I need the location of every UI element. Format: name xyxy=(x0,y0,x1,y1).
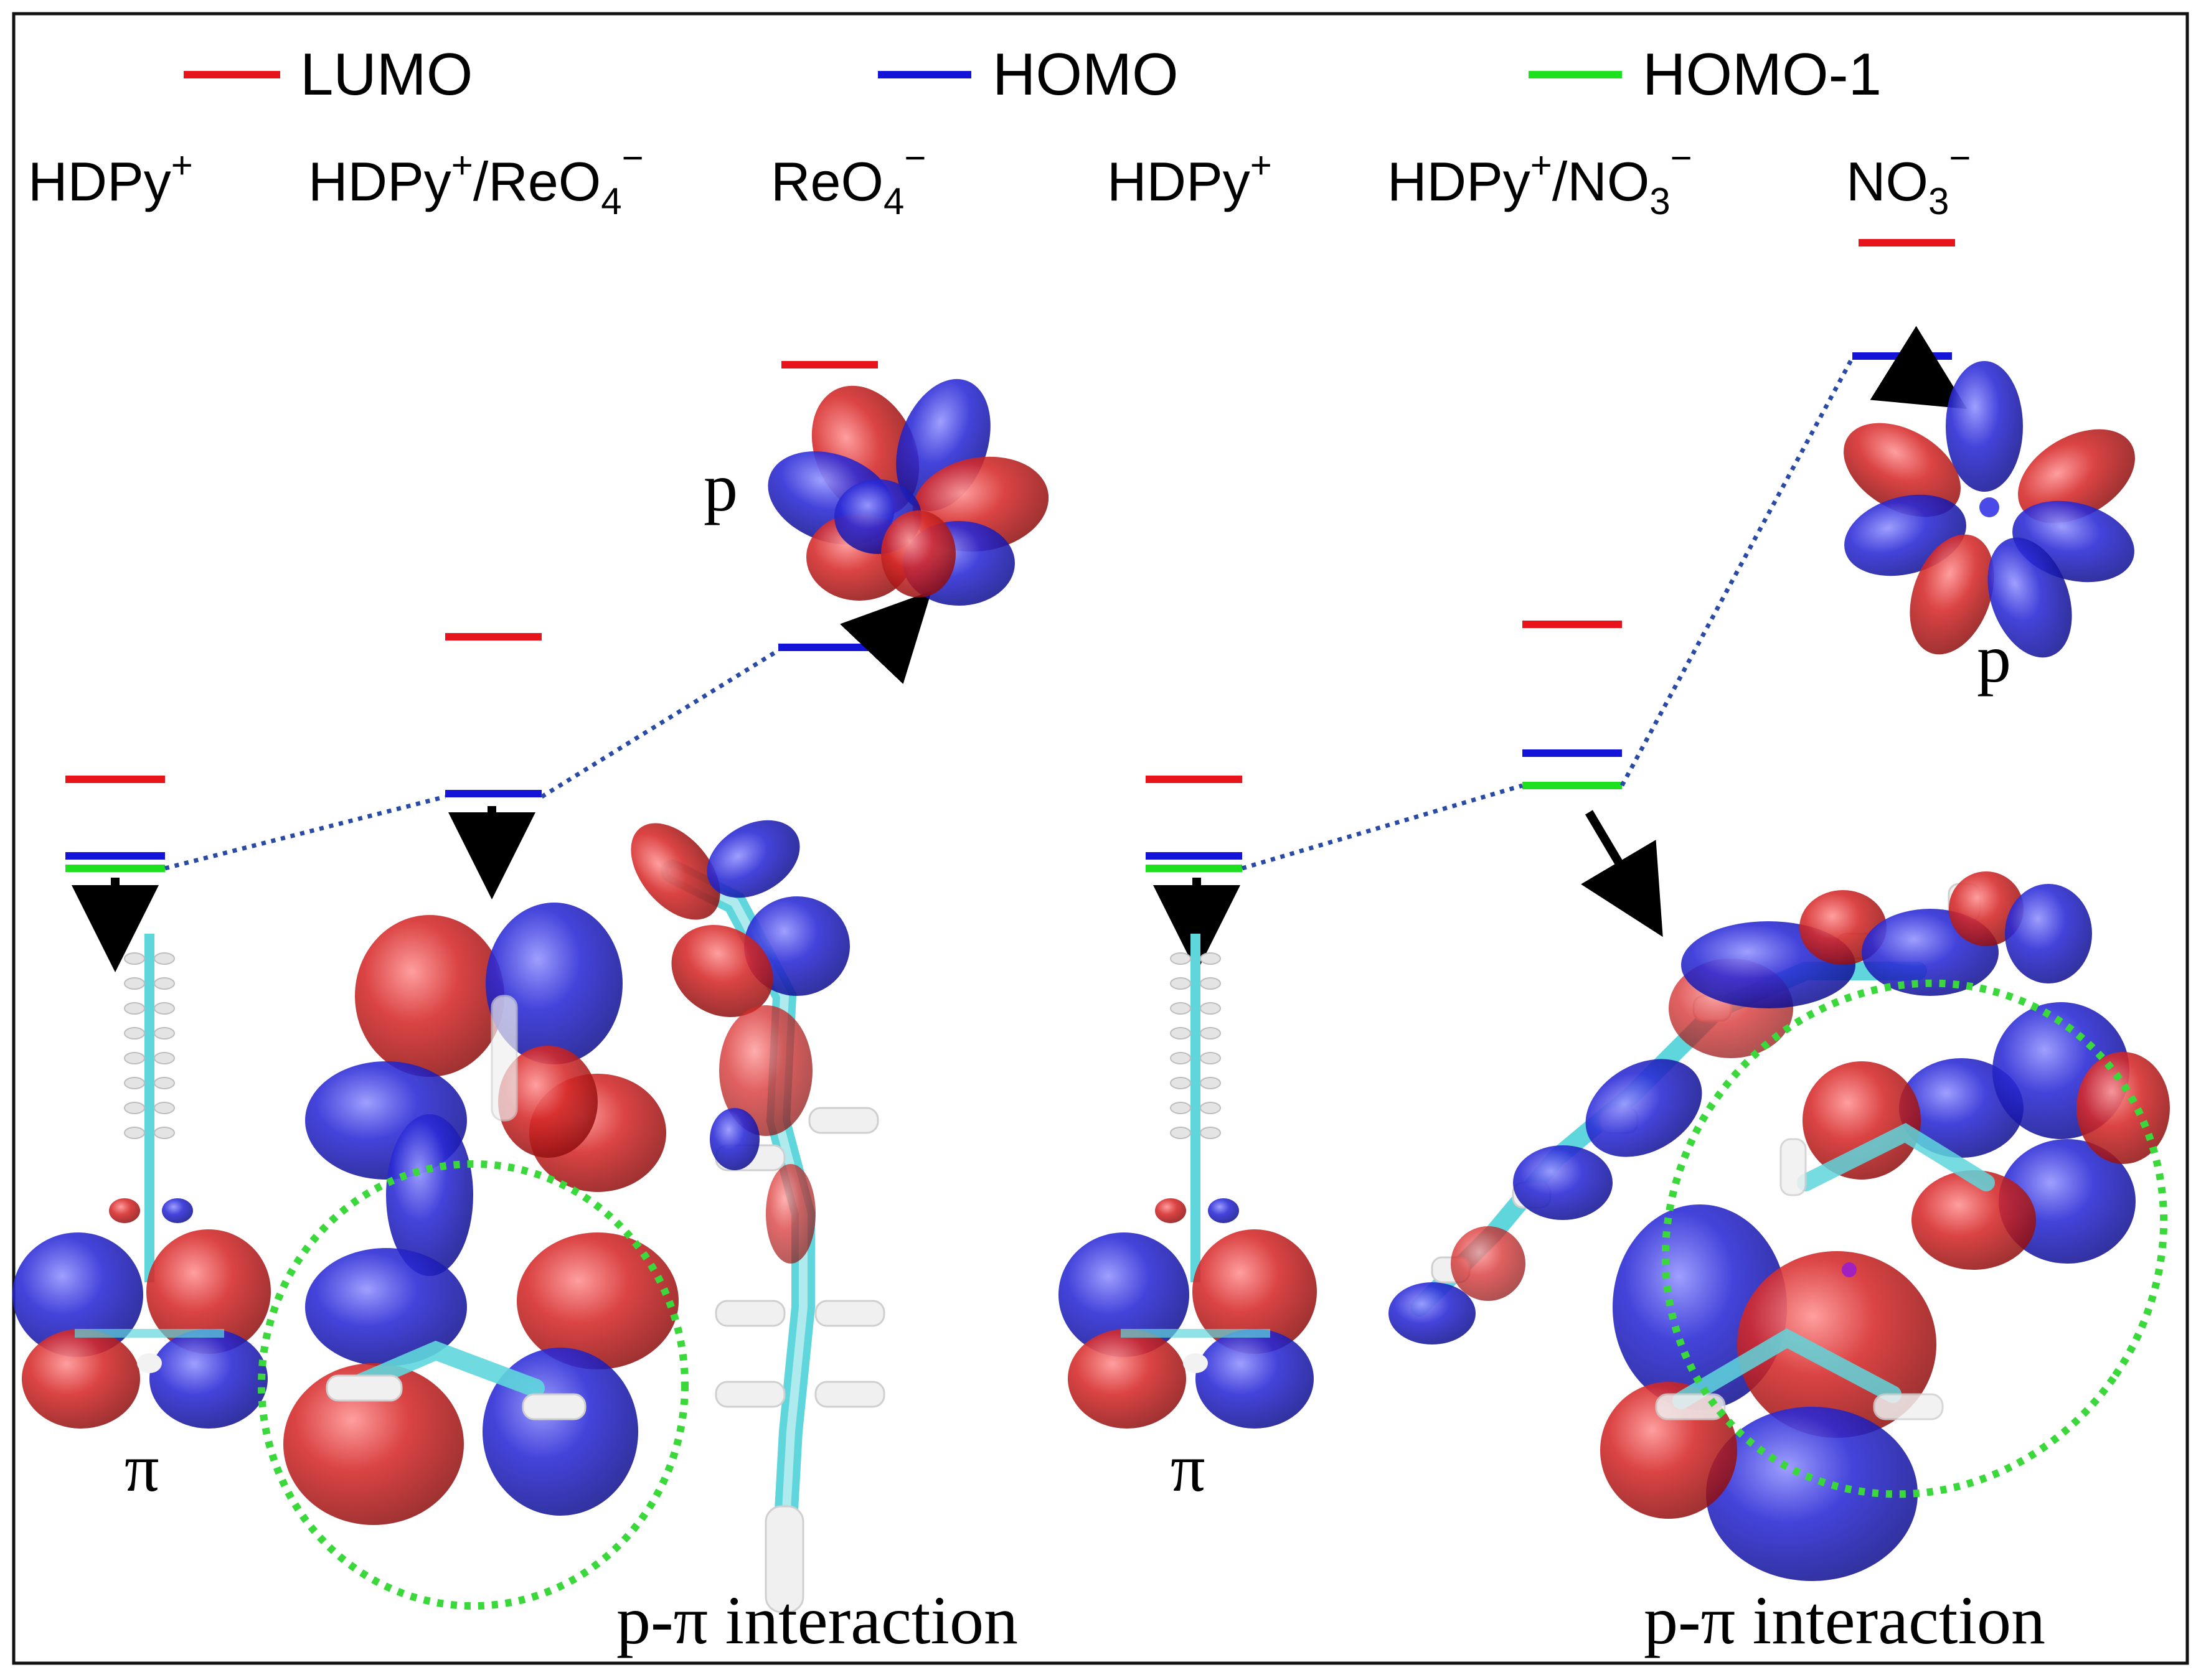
lobe-red xyxy=(517,1232,679,1369)
lobe-blue xyxy=(486,903,623,1064)
arrow-p-right xyxy=(1870,326,1968,409)
alkyl-chain xyxy=(144,934,154,1282)
lobe-red xyxy=(881,510,956,598)
arrows xyxy=(72,326,1968,972)
lobe-red xyxy=(22,1329,140,1429)
label-interaction-right: p-π interaction xyxy=(1644,1582,2045,1658)
header-reo4: ReO4− xyxy=(771,137,926,222)
hydrogen-atoms xyxy=(1170,952,1221,1139)
label-pi-right: π xyxy=(1171,1430,1205,1506)
connector-complex-to-no3 xyxy=(1619,357,1855,787)
reo4-p-orbital xyxy=(768,378,1049,606)
header-hdpy-reo4: HDPy+/ReO4− xyxy=(308,137,644,222)
molecule-chain xyxy=(631,820,885,1613)
nitrogen-atom xyxy=(1979,497,1999,517)
lobe-blue xyxy=(12,1232,143,1357)
level-connectors xyxy=(164,357,1855,871)
header-hdpy-left: HDPy+ xyxy=(28,144,193,212)
hydrogen-atoms xyxy=(124,952,175,1139)
lobe-blue xyxy=(149,1329,268,1429)
highlight-ellipse-left xyxy=(258,1160,689,1610)
connector-hdpy-to-complex-left xyxy=(164,794,446,871)
label-pi-left: π xyxy=(125,1430,159,1506)
lobe-red xyxy=(283,1363,464,1525)
lobe-blue xyxy=(1946,361,2023,492)
lobe-red xyxy=(1803,1061,1921,1180)
lobe-red xyxy=(146,1229,271,1354)
connector-complex-to-reo4 xyxy=(540,649,780,799)
highlight-ellipse-right xyxy=(1661,979,2168,1498)
label-p-right: p xyxy=(1977,621,2011,697)
legend: LUMO HOMO HOMO-1 xyxy=(184,41,1882,108)
lobe-red xyxy=(355,915,504,1077)
lobe-blue xyxy=(1987,537,2072,658)
lobe-blue xyxy=(1195,1329,1314,1429)
lobe-red xyxy=(1192,1229,1317,1354)
lobe-red xyxy=(1910,534,1994,655)
header-no3: NO3− xyxy=(1846,137,1971,222)
hdpy-pi-orbital-left xyxy=(12,934,271,1429)
lobe-red xyxy=(2018,429,2135,523)
lobe-red xyxy=(1844,423,1961,517)
label-p-left: p xyxy=(704,449,738,525)
lobe-blue xyxy=(386,1114,473,1276)
header-hdpy-no3: HDPy+/NO3− xyxy=(1387,137,1692,222)
lobe-blue xyxy=(305,1248,467,1366)
lobe-blue xyxy=(1058,1232,1189,1357)
legend-label-lumo: LUMO xyxy=(300,41,473,108)
alkyl-chain xyxy=(1190,934,1200,1282)
header-hdpy-right: HDPy+ xyxy=(1107,144,1272,212)
hdpy-pi-orbital-right xyxy=(1058,934,1317,1429)
lobe-red xyxy=(498,1046,598,1158)
no3-p-orbital xyxy=(1844,361,2135,658)
arrow-p-left xyxy=(840,591,932,684)
column-headers: HDPy+ HDPy+/ReO4− ReO4− HDPy+ HDPy+/NO3−… xyxy=(28,137,1971,222)
arrow-complex-right xyxy=(1581,810,1663,937)
lobe-red xyxy=(1068,1329,1186,1429)
lobe-red xyxy=(1911,1170,2036,1270)
legend-item-homo: HOMO xyxy=(878,41,1179,108)
legend-label-homo1: HOMO-1 xyxy=(1643,41,1882,108)
label-interaction-left: p-π interaction xyxy=(616,1582,1018,1658)
hdpy-reo4-complex-orbital xyxy=(258,820,885,1613)
legend-item-homo1: HOMO-1 xyxy=(1529,41,1882,108)
legend-label-homo: HOMO xyxy=(992,41,1179,108)
hdpy-no3-complex-orbital xyxy=(1388,871,2170,1581)
legend-item-lumo: LUMO xyxy=(184,41,473,108)
